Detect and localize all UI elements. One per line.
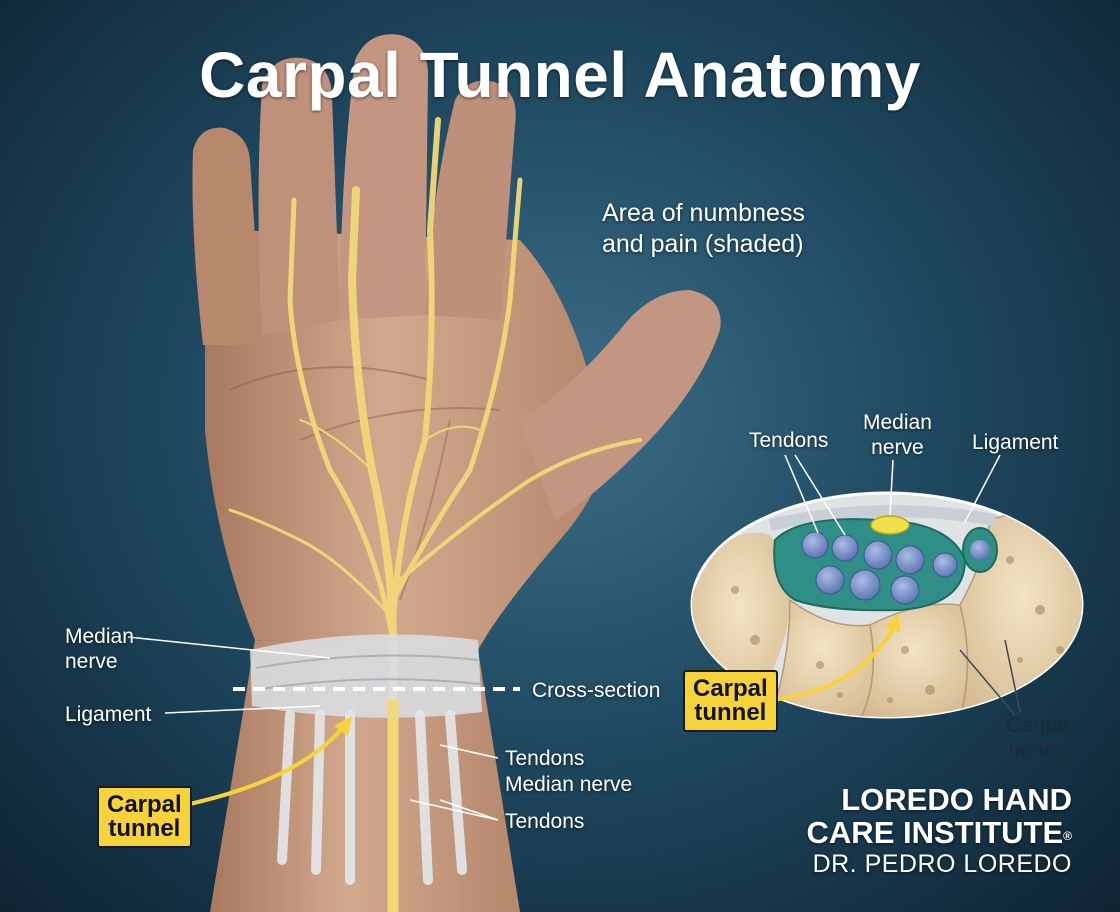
label-median-nerve: Median nerve bbox=[65, 625, 134, 673]
hand-leader-lines bbox=[127, 636, 499, 821]
label-tendons-lower: Tendons bbox=[505, 810, 585, 833]
registered-mark: ® bbox=[1063, 829, 1072, 843]
label-tendons: Tendons bbox=[505, 747, 585, 770]
brand-line-3: DR. PEDRO LOREDO bbox=[812, 850, 1072, 878]
brand-line-1: LOREDO HAND bbox=[841, 782, 1072, 817]
label-ligament: Ligament bbox=[65, 703, 152, 726]
transverse-ligament bbox=[250, 634, 482, 718]
label-median-nerve-lower: Median nerve bbox=[505, 773, 633, 796]
carpal-tunnel-arrow bbox=[184, 723, 347, 807]
label-cross-section: Cross-section bbox=[532, 679, 661, 702]
cross-section-arrow bbox=[771, 624, 897, 702]
wrist-tendons bbox=[277, 710, 467, 885]
cross-section-arrowhead bbox=[885, 613, 900, 632]
carpal-tunnel-arrowhead bbox=[334, 716, 352, 736]
median-nerve-branches bbox=[228, 117, 642, 912]
cross-section-diagram bbox=[690, 454, 1084, 719]
xsec-callout-carpal-tunnel: Carpal tunnel bbox=[683, 670, 778, 732]
xsec-label-tendons: Tendons bbox=[749, 429, 829, 452]
page-title: Carpal Tunnel Anatomy bbox=[199, 39, 921, 111]
xsec-label-ligament: Ligament bbox=[972, 431, 1059, 454]
callout-carpal-tunnel: Carpal tunnel bbox=[97, 786, 192, 848]
brand-line-2: CARE INSTITUTE® bbox=[806, 815, 1072, 850]
xsec-label-median-nerve: Median nerve bbox=[863, 411, 932, 459]
xsec-label-carpal-bones: Carpal bones bbox=[1006, 714, 1068, 762]
numbness-note: Area of numbness and pain (shaded) bbox=[602, 199, 805, 258]
brand-block: LOREDO HAND CARE INSTITUTE® DR. PEDRO LO… bbox=[760, 783, 1072, 879]
